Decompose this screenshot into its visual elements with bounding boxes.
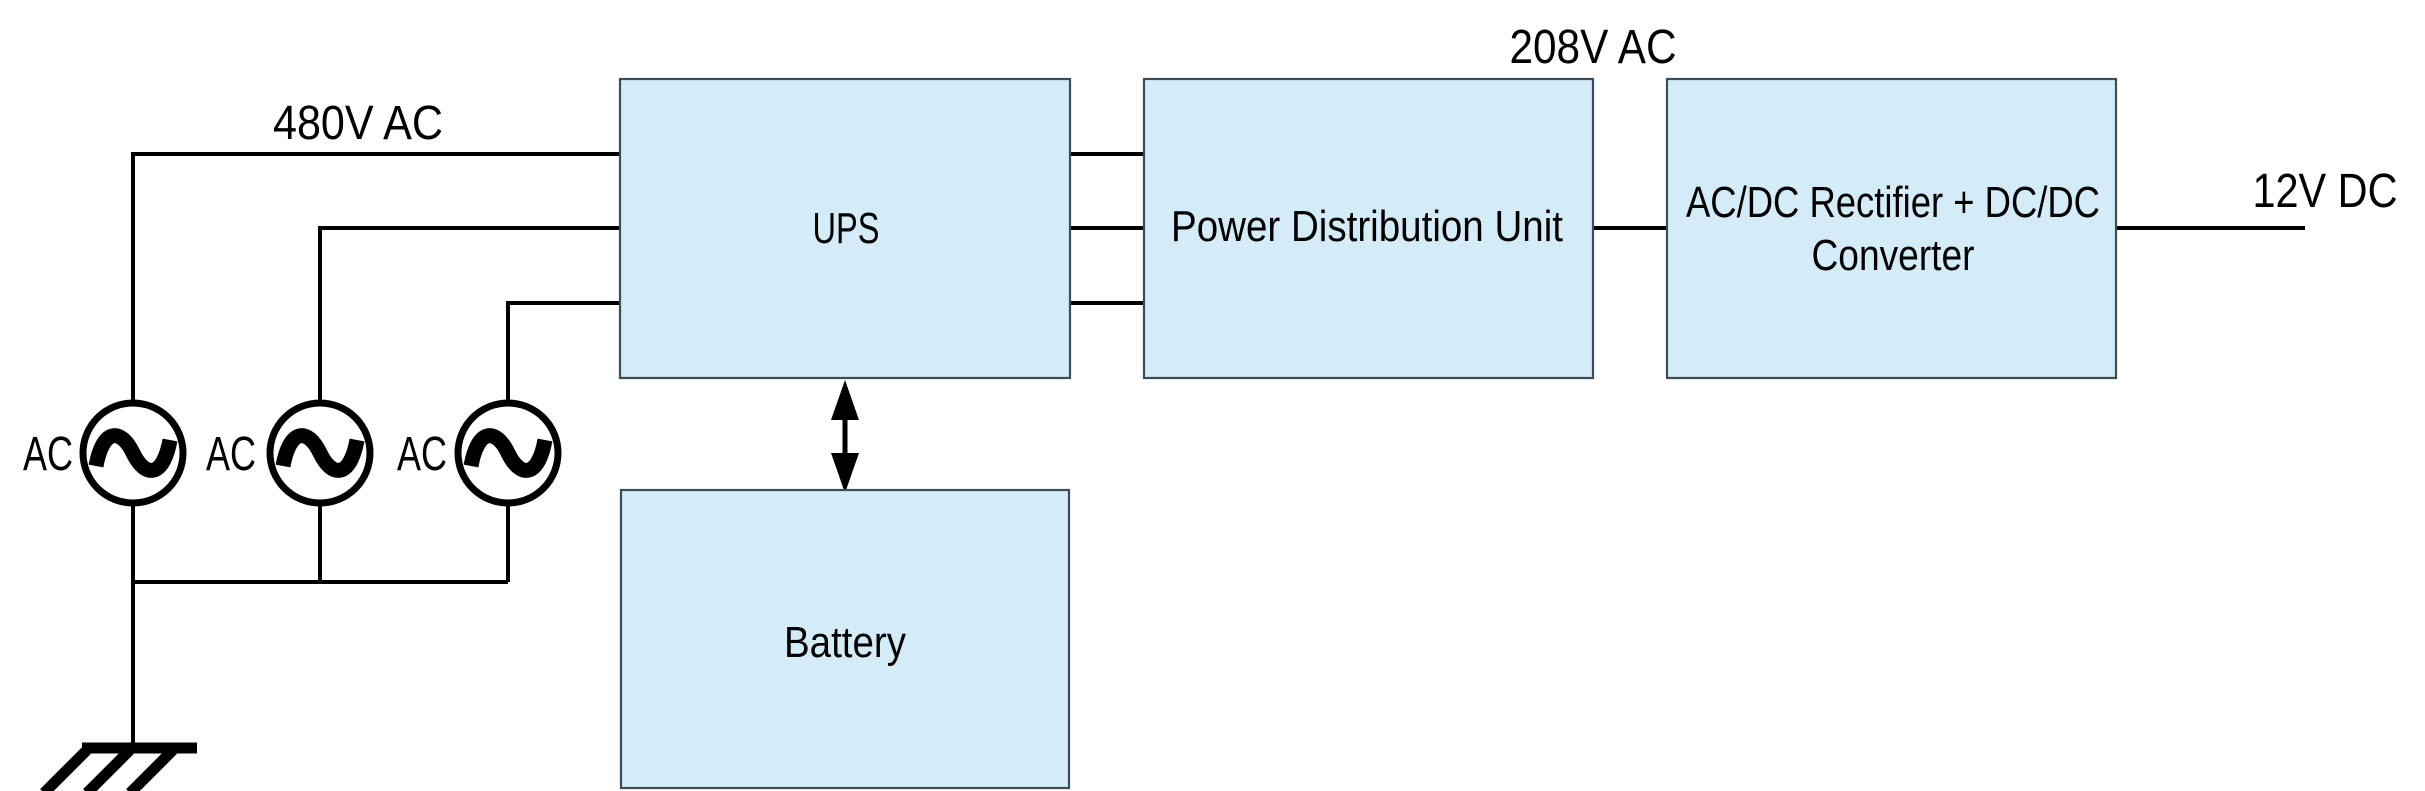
- feed-line-1-480v: [131, 152, 620, 403]
- ground-hatch-1: [40, 746, 91, 791]
- bidirectional-arrow-icon: [831, 380, 859, 493]
- ground-icon: [40, 742, 197, 791]
- sine-wave-icon: [275, 428, 365, 478]
- ac-source-label: AC: [23, 428, 73, 481]
- ground-hatch-3: [126, 746, 177, 791]
- ac-sources: [79, 399, 562, 507]
- wires: [131, 152, 2305, 745]
- ac-source-label: AC: [206, 428, 256, 481]
- ac-source-icon: [454, 399, 562, 507]
- intermediate-voltage-label: 208V AC: [1510, 21, 1677, 74]
- battery-label: Battery: [784, 618, 906, 667]
- rectifier-block: [1665, 77, 2118, 380]
- output-voltage-label: 12V DC: [2253, 165, 2398, 218]
- pdu-block: [1142, 77, 1595, 380]
- ups-block: [618, 77, 1072, 380]
- feed-line-2: [318, 226, 620, 403]
- rectifier-label-line2: Converter: [1812, 231, 1975, 280]
- sine-wave-icon: [463, 428, 553, 478]
- ac-source-icon: [266, 399, 374, 507]
- ac-source-icon: [79, 399, 187, 507]
- arrow-head-down: [831, 453, 859, 493]
- labels: 480V AC 208V AC 12V DC AC AC AC UPS Powe…: [23, 21, 2398, 667]
- feed-line-3: [506, 301, 620, 403]
- blocks: [618, 77, 2118, 790]
- pdu-label: Power Distribution Unit: [1171, 202, 1563, 251]
- arrow-head-up: [831, 380, 859, 420]
- ground-hatch-2: [83, 746, 134, 791]
- input-voltage-label: 480V AC: [273, 97, 443, 150]
- sine-wave-icon: [88, 428, 178, 478]
- ac-source-label: AC: [397, 428, 447, 481]
- ups-label: UPS: [813, 204, 880, 253]
- rectifier-label-line1: AC/DC Rectifier + DC/DC: [1686, 178, 2100, 227]
- battery-block: [619, 488, 1071, 790]
